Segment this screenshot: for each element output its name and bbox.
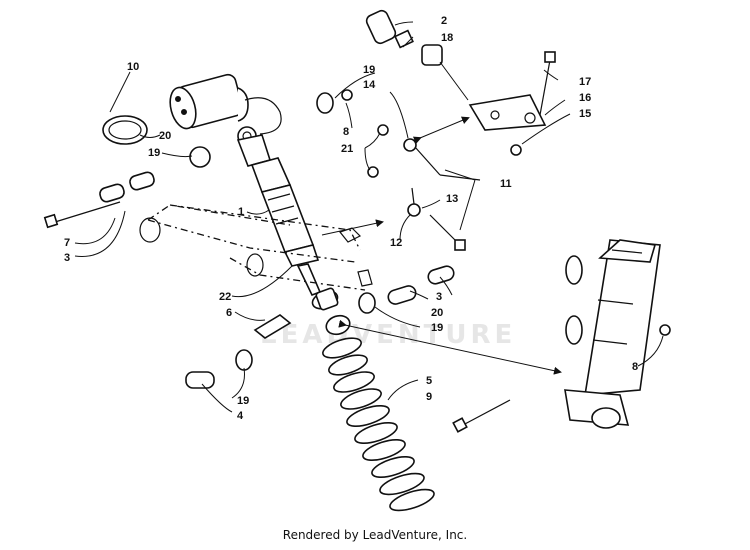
reservoir-canister	[102, 73, 282, 145]
callout-17: 17	[579, 76, 591, 88]
callout-8-top: 8	[343, 126, 349, 138]
bolt-11b	[429, 214, 466, 251]
connection-arrows	[321, 61, 562, 375]
callout-10: 10	[127, 61, 139, 73]
callout-1: 1	[238, 206, 244, 218]
callout-12: 12	[390, 237, 402, 249]
callout-16: 16	[579, 92, 591, 104]
callout-labels: 10 20 19 1 7 3 19 14 8 21 13 12 11 2 18 …	[64, 15, 638, 422]
callout-22: 22	[219, 291, 231, 303]
callout-13: 13	[446, 193, 458, 205]
callout-3-right: 3	[436, 291, 442, 303]
footer-credit: Rendered by LeadVenture, Inc.	[282, 528, 468, 542]
callout-8-right: 8	[632, 361, 638, 373]
callout-11: 11	[500, 178, 512, 190]
hose-clamp-6	[253, 314, 292, 339]
nuts	[341, 89, 671, 336]
tie-rod-end	[403, 138, 441, 217]
callout-21: 21	[341, 143, 353, 155]
spindle-knuckle	[564, 239, 661, 429]
bushing-4	[185, 371, 215, 389]
callout-2: 2	[441, 15, 447, 27]
bolt-9	[452, 399, 511, 433]
callout-19-right: 19	[431, 322, 443, 334]
callout-14: 14	[363, 79, 376, 91]
callout-19-top: 19	[363, 64, 375, 76]
callout-19-left: 19	[148, 147, 160, 159]
callout-3-left: 3	[64, 252, 70, 264]
shock-absorber	[236, 126, 339, 311]
watermark: LEADVENTURE	[260, 320, 516, 350]
callout-19-bottom: 19	[237, 395, 249, 407]
bushing-3-right	[387, 265, 455, 305]
bolt-17	[539, 51, 556, 116]
bushing-19-top	[189, 92, 376, 371]
callout-4: 4	[237, 410, 244, 422]
coil-spring	[322, 314, 435, 512]
callout-5: 5	[426, 375, 432, 387]
callout-6: 6	[226, 307, 232, 319]
callout-7: 7	[64, 237, 70, 249]
adjuster-knob-2	[365, 9, 443, 66]
linkage-16	[468, 94, 547, 131]
bushing-3-left	[99, 171, 155, 203]
bolt-7	[43, 201, 121, 229]
callout-20-top: 20	[159, 130, 171, 142]
callout-20-right: 20	[431, 307, 443, 319]
callout-9-mid: 9	[426, 391, 432, 403]
callout-15: 15	[579, 108, 591, 120]
callout-18: 18	[441, 32, 453, 44]
a-arm-outline	[139, 204, 373, 291]
leader-lines	[74, 21, 664, 413]
